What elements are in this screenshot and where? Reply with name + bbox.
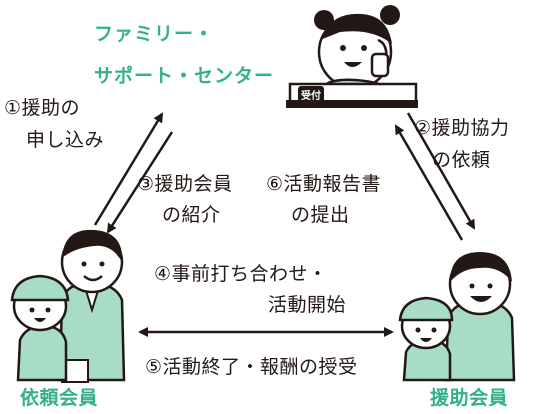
helper-illustration xyxy=(398,252,516,382)
step1-label-line1: ①援助の xyxy=(4,97,81,119)
center-name-line1: ファミリー・ xyxy=(94,23,215,45)
requester-illustration xyxy=(10,229,126,383)
step4-label-line1: ④事前打ち合わせ・ xyxy=(154,263,328,285)
step4-label-line2: 活動開始 xyxy=(268,294,347,316)
desk-sign: 受付 xyxy=(298,86,324,103)
step6-label-line1: ⑥活動報告書 xyxy=(266,173,382,195)
step3-label-line2: の紹介 xyxy=(162,204,221,226)
arrow-step1 xyxy=(93,112,164,226)
arrow-step6 xyxy=(394,124,464,241)
step1-label-line2: 申し込み xyxy=(26,129,105,151)
role-helper: 援助会員 xyxy=(430,387,509,409)
step2-label-line1: ②援助協力 xyxy=(414,117,510,139)
step3-label-line1: ③援助会員 xyxy=(137,173,233,195)
step5-label: ⑤活動終了・報酬の授受 xyxy=(145,356,358,378)
center-name-line2: サポート・センター xyxy=(94,65,275,87)
arrow-step3 xyxy=(106,131,174,234)
role-requester: 依頼会員 xyxy=(20,387,99,409)
step2-label-line2: の依頼 xyxy=(432,149,491,171)
step6-label-line2: の提出 xyxy=(291,204,350,226)
arrow-step2 xyxy=(406,112,476,230)
